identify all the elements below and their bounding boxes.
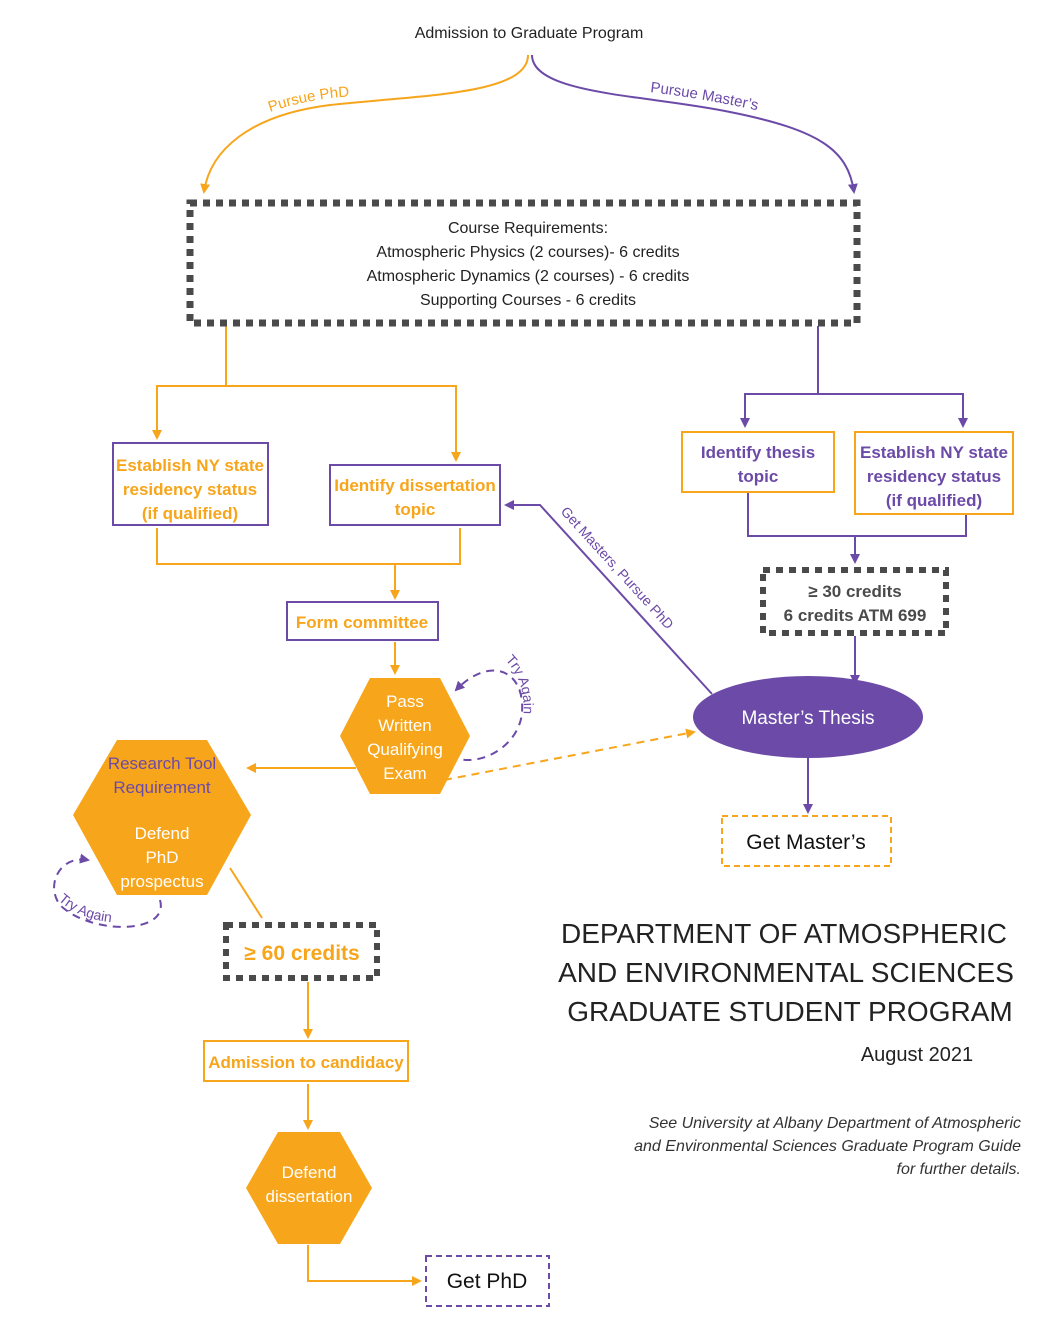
prospectus-line: PhD — [145, 848, 178, 867]
connector — [156, 528, 461, 565]
defend-dissertation-hexagon — [246, 1132, 372, 1244]
dissertation-topic-box — [329, 464, 501, 526]
masters-credits-line: ≥ 30 credits — [808, 582, 901, 601]
details-note-line: See University at Albany Department of A… — [649, 1115, 1021, 1132]
phd-credits-box — [223, 922, 380, 981]
program-title-line: AND ENVIRONMENTAL SCIENCES — [558, 957, 1014, 988]
form-committee-box — [286, 601, 439, 641]
connector — [818, 393, 968, 428]
research-tool-line: Research Tool — [108, 754, 216, 773]
connector — [152, 326, 227, 440]
connector-switch-to-phd — [504, 500, 713, 695]
qualifying-exam-line: Exam — [383, 764, 426, 783]
start-label: Admission to Graduate Program — [415, 25, 644, 42]
qualifying-exam-hexagon — [340, 678, 470, 794]
course-requirements-box — [186, 199, 861, 327]
course-requirements-line: Atmospheric Dynamics (2 courses) - 6 cre… — [367, 268, 690, 285]
defend-dissertation-line: Defend — [282, 1163, 337, 1182]
qualifying-exam-line: Qualifying — [367, 740, 443, 759]
thesis-topic-line: topic — [738, 467, 779, 486]
program-date: August 2021 — [861, 1044, 973, 1066]
branch-masters-curve — [531, 54, 858, 194]
defend-dissertation-line: dissertation — [266, 1187, 353, 1206]
connector — [740, 326, 819, 428]
thesis-topic-box — [681, 431, 835, 493]
masters-residency-line: (if qualified) — [886, 491, 982, 510]
connector — [229, 867, 263, 919]
details-note-line: and Environmental Sciences Graduate Prog… — [634, 1138, 1021, 1155]
branch-phd-curve — [200, 54, 529, 194]
get-phd-box — [425, 1255, 550, 1307]
connector — [307, 1245, 422, 1286]
details-note-line: for further details. — [897, 1161, 1022, 1178]
prospectus-hexagon — [73, 740, 251, 895]
masters-thesis-label: Master’s Thesis — [741, 708, 874, 729]
switch-to-phd-label: Get Masters, Pursue PhD — [558, 503, 677, 632]
candidacy-box — [203, 1040, 409, 1082]
dissertation-topic-line: topic — [395, 500, 436, 519]
get-masters-label: Get Master’s — [746, 831, 865, 854]
phd-residency-line: residency status — [123, 480, 257, 499]
prospectus-line: Defend — [135, 824, 190, 843]
phd-residency-box — [112, 442, 269, 526]
course-requirements-line: Atmospheric Physics (2 courses)- 6 credi… — [376, 244, 679, 261]
get-masters-box — [721, 815, 892, 867]
program-title-line: DEPARTMENT OF ATMOSPHERIC — [561, 918, 1007, 949]
connector — [226, 385, 461, 462]
thesis-topic-line: Identify thesis — [701, 443, 815, 462]
connector-dashed — [443, 728, 696, 781]
prospectus-retry-label: Try Again — [56, 890, 113, 925]
retry-loop — [53, 853, 162, 928]
masters-credits-box — [760, 567, 949, 636]
research-tool-line: Requirement — [113, 778, 211, 797]
phd-residency-line: (if qualified) — [142, 504, 238, 523]
form-committee-label: Form committee — [296, 613, 428, 632]
phd-residency-line: Establish NY state — [116, 456, 264, 475]
retry-loop — [449, 669, 524, 761]
phd-credits-label: ≥ 60 credits — [244, 942, 359, 965]
qualifying-retry-label: Try Again — [503, 651, 537, 714]
course-requirements-line: Supporting Courses - 6 credits — [420, 292, 636, 309]
qualifying-exam-line: Pass — [386, 692, 424, 711]
masters-residency-line: Establish NY state — [860, 443, 1008, 462]
program-title-line: GRADUATE STUDENT PROGRAM — [567, 996, 1012, 1027]
get-phd-label: Get PhD — [447, 1270, 528, 1293]
prospectus-line: prospectus — [120, 872, 203, 891]
masters-residency-line: residency status — [867, 467, 1001, 486]
branch-masters-label: Pursue Master’s — [650, 79, 760, 114]
branch-phd-label: Pursue PhD — [266, 83, 350, 115]
masters-residency-box — [854, 431, 1014, 515]
dissertation-topic-line: Identify dissertation — [334, 476, 496, 495]
masters-thesis-ellipse — [693, 676, 923, 758]
candidacy-label: Admission to candidacy — [208, 1053, 404, 1072]
qualifying-exam-line: Written — [378, 716, 432, 735]
course-requirements-line: Course Requirements: — [448, 220, 608, 237]
masters-credits-line: 6 credits ATM 699 — [784, 606, 927, 625]
connector — [747, 492, 967, 537]
